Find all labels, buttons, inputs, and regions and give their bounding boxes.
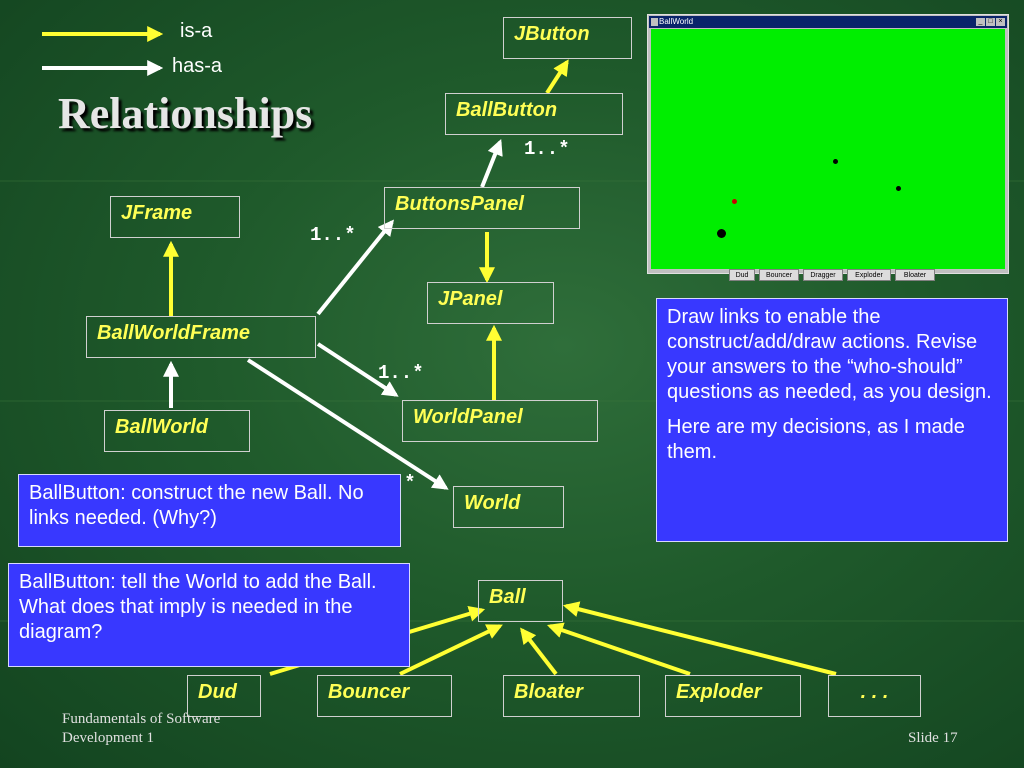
window-titlebar: BallWorld _ □ × <box>649 16 1007 28</box>
bouncer-button[interactable]: Bouncer <box>759 269 799 281</box>
close-icon: × <box>996 18 1005 26</box>
note-construct-ball: BallButton: construct the new Ball. No l… <box>18 474 401 547</box>
class-ball: Ball <box>478 580 563 622</box>
note-draw-links-text: Draw links to enable the construct/add/d… <box>667 306 992 403</box>
ball <box>732 199 737 204</box>
class-more: . . . <box>828 675 921 717</box>
dragger-button[interactable]: Dragger <box>803 269 843 281</box>
arrow-ballworldframe-to-buttonspanel <box>316 219 395 316</box>
note-construct-text: BallButton: construct the new Ball. No l… <box>29 482 364 529</box>
footer-course: Fundamentals of Software Development 1 <box>62 711 221 746</box>
arrow-bloater-to-ball <box>520 627 558 676</box>
class-bouncer: Bouncer <box>317 675 452 717</box>
arrow-exploder-to-ball <box>546 622 691 676</box>
note-tell-world-text: BallButton: tell the World to add the Ba… <box>19 571 377 643</box>
ball <box>717 229 726 238</box>
footer-slide-number: Slide 17 <box>908 730 958 746</box>
bloater-button[interactable]: Bloater <box>895 269 935 281</box>
maximize-icon: □ <box>986 18 995 26</box>
ballworld-toolbar: Dud Bouncer Dragger Exploder Bloater <box>651 269 1005 286</box>
class-ballworld: BallWorld <box>104 410 250 452</box>
class-worldpanel: WorldPanel <box>402 400 598 442</box>
dud-button[interactable]: Dud <box>729 269 755 281</box>
multiplicity-ballbutton: 1..* <box>524 138 570 160</box>
ball <box>896 186 901 191</box>
class-bloater: Bloater <box>503 675 640 717</box>
class-ballworldframe: BallWorldFrame <box>86 316 316 358</box>
class-jpanel: JPanel <box>427 282 554 324</box>
background-stripe <box>0 180 1024 182</box>
slide-title: Relationships <box>58 89 313 138</box>
ballworld-canvas <box>651 29 1005 269</box>
minimize-icon: _ <box>976 18 985 26</box>
note-draw-links: Draw links to enable the construct/add/d… <box>656 298 1008 542</box>
legend-is-a-label: is-a <box>180 20 213 42</box>
ballworld-screenshot: BallWorld _ □ × Dud Bouncer Dragger Expl… <box>647 14 1009 281</box>
class-dud: Dud <box>187 675 261 717</box>
arrow-ballworldframe-to-worldpanel <box>316 342 399 397</box>
multiplicity-worldpanel: 1..* <box>378 362 424 384</box>
arrow-ballbutton-to-jbutton <box>545 59 569 95</box>
legend-has-a-label: has-a <box>172 55 223 77</box>
ball <box>833 159 838 164</box>
exploder-button[interactable]: Exploder <box>847 269 891 281</box>
note-tell-world: BallButton: tell the World to add the Ba… <box>8 563 410 667</box>
app-icon <box>651 18 658 26</box>
arrow-bouncer-to-ball <box>399 624 503 676</box>
background-stripe <box>0 400 1024 402</box>
multiplicity-buttonspanel: 1..* <box>310 224 356 246</box>
class-exploder: Exploder <box>665 675 801 717</box>
arrow-more-to-ball <box>562 601 837 676</box>
class-jframe: JFrame <box>110 196 240 238</box>
arrow-buttonspanel-to-ballbutton <box>480 139 503 188</box>
note-decisions-text: Here are my decisions, as I made them. <box>667 416 965 463</box>
class-ballbutton: BallButton <box>445 93 623 135</box>
class-buttonspanel: ButtonsPanel <box>384 187 580 229</box>
class-world: World <box>453 486 564 528</box>
class-jbutton: JButton <box>503 17 632 59</box>
window-title: BallWorld <box>659 17 694 26</box>
arrow-ballworldframe-to-world <box>246 358 449 490</box>
